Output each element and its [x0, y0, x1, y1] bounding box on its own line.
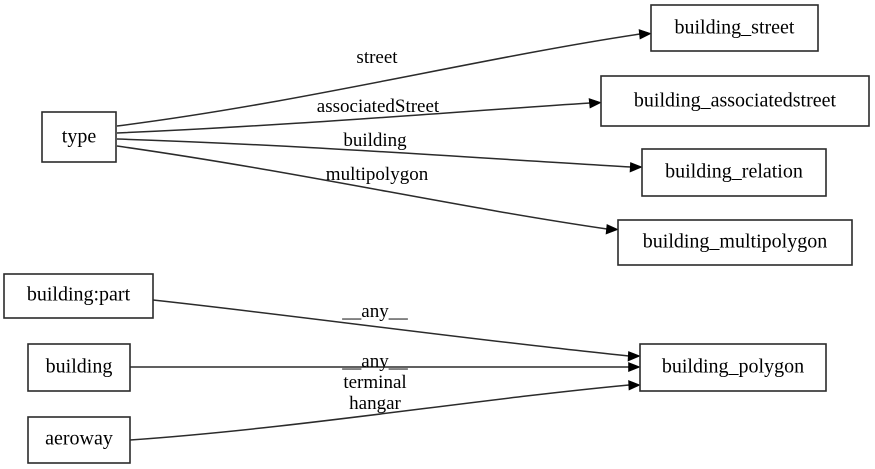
edge-label-multipolygon: multipolygon [326, 164, 429, 185]
node-building-polygon[interactable]: building_polygon [639, 343, 827, 392]
edge-type-to-building-relation [116, 138, 643, 173]
node-building-multipolygon[interactable]: building_multipolygon [617, 219, 853, 266]
arrowhead-icon [628, 380, 641, 391]
arrowhead-icon [627, 351, 641, 362]
node-building-relation[interactable]: building_relation [641, 148, 827, 197]
node-label-building-relation: building_relation [665, 161, 803, 183]
node-box[interactable] [27, 416, 131, 464]
edge-label-layer: street associatedStreet building multipo… [317, 47, 440, 414]
edge-building-part-to-building-polygon [152, 299, 641, 362]
node-box[interactable] [650, 4, 819, 52]
edge-line [116, 138, 632, 168]
edge-type-to-building-street [116, 29, 652, 127]
edge-label-building: building [343, 130, 407, 151]
arrowhead-icon [629, 162, 643, 173]
edge-label-terminal: terminal [343, 372, 406, 393]
edge-building-to-building-polygon [130, 362, 641, 372]
arrowhead-icon [605, 224, 619, 235]
arrowhead-icon [628, 362, 641, 372]
node-label-building: building [46, 356, 113, 378]
edge-line [116, 145, 608, 230]
edge-line [116, 102, 591, 134]
node-box[interactable] [641, 148, 827, 197]
node-label-building-part: building:part [27, 284, 131, 306]
edge-label-hangar: hangar [349, 393, 401, 414]
node-label-building-multipolygon: building_multipolygon [643, 231, 827, 253]
edge-label-any-building: __any__ [341, 351, 408, 372]
node-box[interactable] [600, 75, 870, 127]
edge-aeroway-to-building-polygon [129, 380, 641, 441]
edge-type-to-building-multipolygon [116, 145, 619, 235]
node-type[interactable]: type [41, 111, 117, 163]
node-label-building-street: building_street [675, 17, 795, 39]
edge-type-to-building-associatedstreet [116, 98, 602, 134]
node-box[interactable] [41, 111, 117, 163]
edge-line [116, 33, 641, 127]
arrowhead-icon [588, 98, 602, 109]
edge-line [152, 299, 630, 357]
node-layer: type building_street building_associated… [3, 4, 870, 464]
node-building-part[interactable]: building:part [3, 273, 154, 319]
node-box[interactable] [617, 219, 853, 266]
node-aeroway[interactable]: aeroway [27, 416, 131, 464]
node-label-type: type [62, 126, 97, 148]
edge-label-any-part: __any__ [341, 301, 408, 322]
node-box[interactable] [3, 273, 154, 319]
node-label-building-associatedstreet: building_associatedstreet [634, 90, 837, 112]
edge-label-associatedstreet: associatedStreet [317, 96, 440, 117]
node-label-aeroway: aeroway [45, 428, 113, 450]
node-building-associatedstreet[interactable]: building_associatedstreet [600, 75, 870, 127]
node-box[interactable] [639, 343, 827, 392]
node-box[interactable] [27, 343, 131, 392]
node-building-street[interactable]: building_street [650, 4, 819, 52]
node-building[interactable]: building [27, 343, 131, 392]
edge-label-street: street [356, 47, 398, 68]
edge-layer [116, 29, 652, 441]
arrowhead-icon [638, 29, 652, 40]
node-label-building-polygon: building_polygon [662, 356, 804, 378]
edge-line [129, 384, 630, 441]
